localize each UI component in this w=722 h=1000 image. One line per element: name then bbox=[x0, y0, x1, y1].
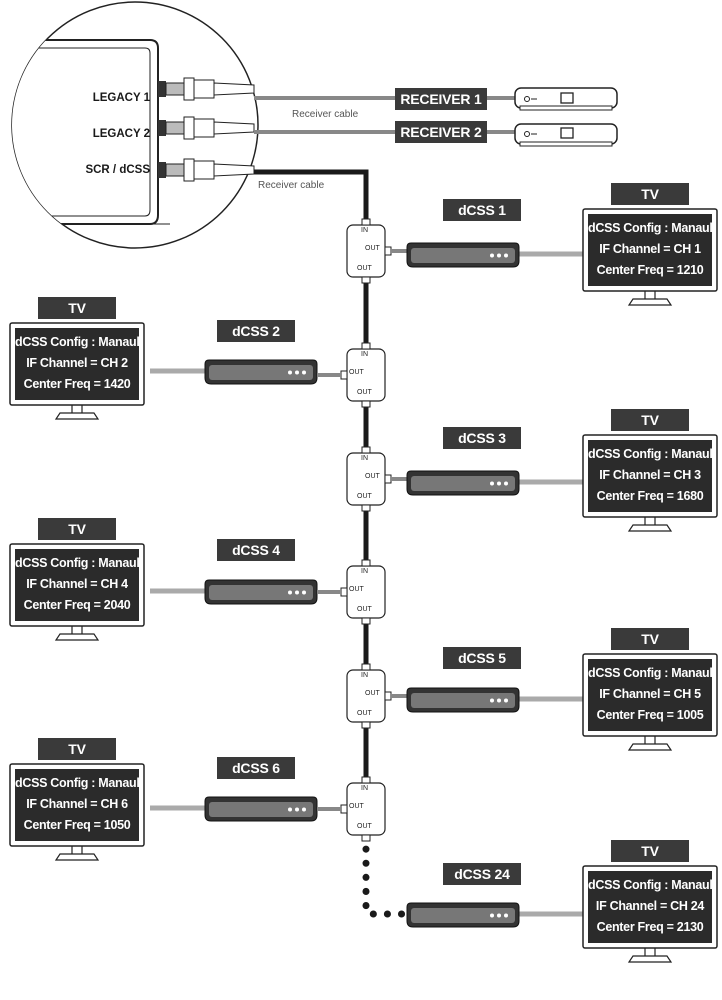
tv-screen-line3: Center Freq = 2130 bbox=[596, 920, 704, 934]
port-label-legacy-2: LEGACY 2 bbox=[92, 128, 150, 140]
tv-title-label: TV bbox=[611, 183, 689, 205]
splitter bbox=[340, 776, 386, 842]
dcss-unit-label: dCSS 1 bbox=[443, 199, 521, 221]
splitter-out-label: OUT bbox=[357, 606, 372, 613]
splitter-out-label: OUT bbox=[357, 823, 372, 830]
splitter bbox=[346, 446, 392, 512]
splitter-in-label: IN bbox=[361, 351, 368, 358]
splitter-out-label: OUT bbox=[365, 473, 380, 480]
dcss-receiver-box bbox=[204, 579, 318, 605]
tv-title-label: TV bbox=[611, 409, 689, 431]
tv-screen-line3: Center Freq = 1210 bbox=[596, 263, 704, 277]
dcss-receiver-box bbox=[406, 470, 520, 496]
dotted-continuation bbox=[362, 831, 409, 918]
tv-screen-line1: dCSS Config : Manaul bbox=[588, 447, 713, 461]
lnb-connectors bbox=[158, 77, 255, 182]
splitter-out-label: OUT bbox=[357, 493, 372, 500]
cable-note-scr: Receiver cable bbox=[258, 180, 325, 191]
dcss-unit-label: dCSS 3 bbox=[443, 427, 521, 449]
splitter-out-label: OUT bbox=[349, 803, 364, 810]
dcss-receiver-box bbox=[204, 359, 318, 385]
dcss-receiver-box bbox=[406, 902, 520, 928]
tv-screen: dCSS Config : Manaul IF Channel = CH 6 Cen… bbox=[15, 769, 140, 841]
splitter bbox=[346, 663, 392, 729]
tv-screen: dCSS Config : Manaul IF Channel = CH 24 Ce… bbox=[588, 871, 713, 943]
receiver-box-2 bbox=[514, 123, 618, 147]
splitter-out-label: OUT bbox=[357, 265, 372, 272]
receiver-box-1 bbox=[514, 87, 618, 111]
tv-screen-line3: Center Freq = 1050 bbox=[23, 818, 131, 832]
splitter-out-label: OUT bbox=[349, 586, 364, 593]
tv-screen-line2: IF Channel = CH 6 bbox=[26, 797, 128, 811]
splitter-in-label: IN bbox=[361, 568, 368, 575]
scr-trunk-cable bbox=[254, 169, 369, 225]
tv-screen-line3: Center Freq = 1005 bbox=[596, 708, 704, 722]
splitter-out-label: OUT bbox=[365, 690, 380, 697]
dcss-unit-label: dCSS 5 bbox=[443, 647, 521, 669]
tv-screen-line1: dCSS Config : Manaul bbox=[588, 221, 713, 235]
tv-screen: dCSS Config : Manaul IF Channel = CH 3 Cen… bbox=[588, 440, 713, 512]
lnb-magnifier bbox=[11, 1, 259, 249]
tv-screen-line2: IF Channel = CH 5 bbox=[599, 687, 701, 701]
tv-screen: dCSS Config : Manaul IF Channel = CH 5 Cen… bbox=[588, 659, 713, 731]
tv-screen-line2: IF Channel = CH 3 bbox=[599, 468, 701, 482]
splitter-in-label: IN bbox=[361, 672, 368, 679]
tv-screen-line2: IF Channel = CH 2 bbox=[26, 356, 128, 370]
tv-screen: dCSS Config : Manaul IF Channel = CH 1 Cen… bbox=[588, 214, 713, 286]
tv-screen-line1: dCSS Config : Manaul bbox=[15, 556, 140, 570]
cable-note-legacy: Receiver cable bbox=[292, 109, 359, 120]
receiver-2-label: RECEIVER 2 bbox=[395, 121, 487, 143]
splitter-in-label: IN bbox=[361, 227, 368, 234]
tv-screen-line1: dCSS Config : Manaul bbox=[15, 776, 140, 790]
dcss-receiver-box bbox=[406, 687, 520, 713]
tv-title-label: TV bbox=[611, 628, 689, 650]
splitter-out-label: OUT bbox=[357, 710, 372, 717]
dcss-receiver-box bbox=[406, 242, 520, 268]
tv-title-label: TV bbox=[38, 297, 116, 319]
tv-screen-line3: Center Freq = 2040 bbox=[23, 598, 131, 612]
tv-screen-line2: IF Channel = CH 1 bbox=[599, 242, 701, 256]
tv-title-label: TV bbox=[611, 840, 689, 862]
tv-screen-line3: Center Freq = 1680 bbox=[596, 489, 704, 503]
dcss-unit-label: dCSS 4 bbox=[217, 539, 295, 561]
dcss-receiver-box bbox=[204, 796, 318, 822]
splitter-out-label: OUT bbox=[365, 245, 380, 252]
receiver-1-label: RECEIVER 1 bbox=[395, 88, 487, 110]
splitter-out-label: OUT bbox=[357, 389, 372, 396]
tv-screen-line2: IF Channel = CH 24 bbox=[595, 899, 705, 913]
splitter-out-label: OUT bbox=[349, 369, 364, 376]
tv-screen: dCSS Config : Manaul IF Channel = CH 4 Cen… bbox=[15, 549, 140, 621]
tv-screen-line3: Center Freq = 1420 bbox=[23, 377, 131, 391]
tv-title-label: TV bbox=[38, 738, 116, 760]
dcss-unit-label: dCSS 24 bbox=[443, 863, 521, 885]
dcss-unit-label: dCSS 2 bbox=[217, 320, 295, 342]
splitter bbox=[340, 342, 386, 408]
port-label-legacy-1: LEGACY 1 bbox=[92, 92, 150, 104]
tv-screen-line1: dCSS Config : Manaul bbox=[588, 878, 713, 892]
splitter-in-label: IN bbox=[361, 455, 368, 462]
splitter bbox=[340, 559, 386, 625]
port-label-scr-dcss: SCR / dCSS bbox=[85, 164, 150, 176]
tv-screen-line1: dCSS Config : Manaul bbox=[15, 335, 140, 349]
splitter bbox=[346, 218, 392, 284]
dcss-unit-label: dCSS 6 bbox=[217, 757, 295, 779]
tv-title-label: TV bbox=[38, 518, 116, 540]
tv-screen-line1: dCSS Config : Manaul bbox=[588, 666, 713, 680]
splitter-in-label: IN bbox=[361, 785, 368, 792]
tv-screen: dCSS Config : Manaul IF Channel = CH 2 Cen… bbox=[15, 328, 140, 400]
tv-screen-line2: IF Channel = CH 4 bbox=[26, 577, 128, 591]
